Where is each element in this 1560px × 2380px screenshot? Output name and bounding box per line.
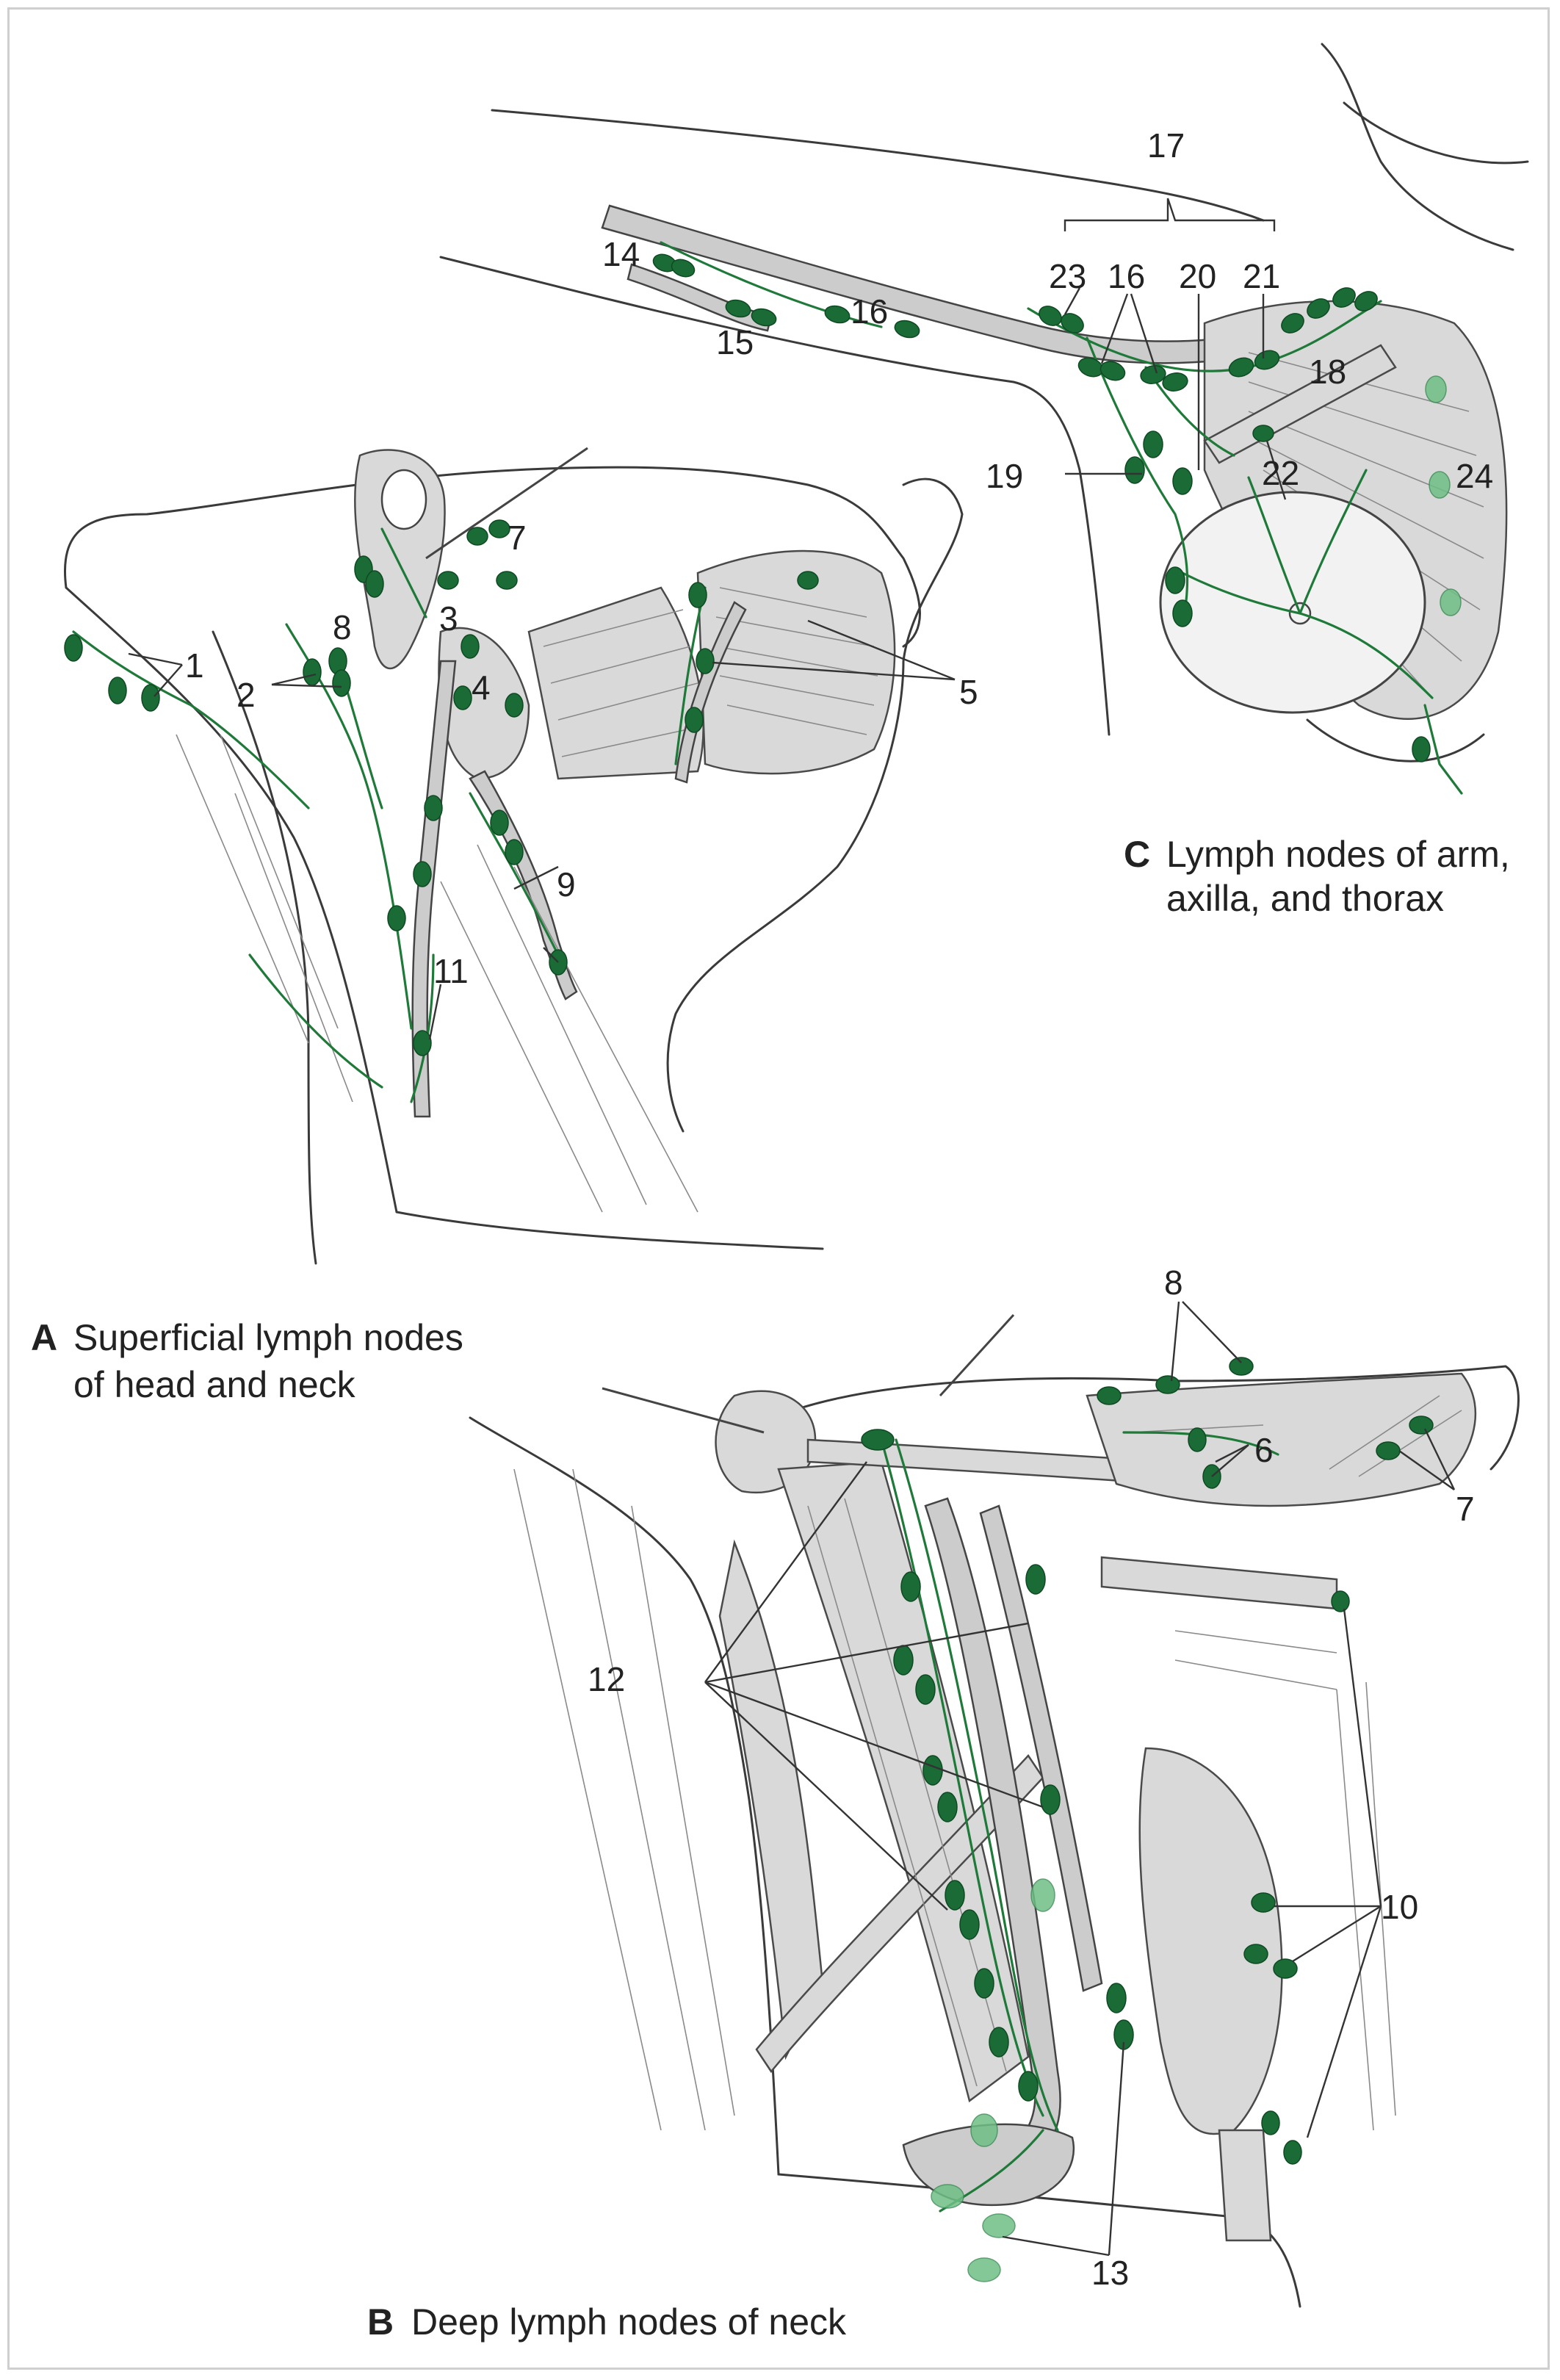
arm-lower-outline xyxy=(439,256,1111,736)
trapezius-outline-a xyxy=(65,586,398,1214)
breast-lymph-vessels xyxy=(1181,469,1463,795)
retractor-pin-b1 xyxy=(602,1387,765,1434)
label-6: 6 xyxy=(1254,1431,1274,1469)
label-3: 3 xyxy=(439,599,458,638)
caption-a-line2: of head and neck xyxy=(73,1364,356,1405)
trapezius-hatching-a xyxy=(176,734,698,1213)
lymph-nodes-panel-b xyxy=(861,1357,1434,2282)
axillary-lymph-vessels xyxy=(660,241,1382,626)
clavicle-outline-b xyxy=(777,2173,1301,2308)
label-11: 11 xyxy=(433,952,469,990)
label-17: 17 xyxy=(1147,126,1185,165)
label-9: 9 xyxy=(557,865,576,904)
label-8-b: 8 xyxy=(1164,1263,1183,1302)
neck-outline xyxy=(1343,101,1529,165)
label-24: 24 xyxy=(1456,457,1493,495)
pectoralis-minor-c xyxy=(1203,344,1397,464)
number-labels: 1 2 3 4 5 6 7 7 8 8 9 10 11 12 13 14 15 … xyxy=(185,126,1493,2292)
arm-upper-outline xyxy=(491,109,1265,222)
caption-panel-b: B Deep lymph nodes of neck xyxy=(367,2301,847,2343)
chest-outline xyxy=(1306,718,1485,762)
neck-outline-b xyxy=(469,1416,780,2176)
panel-c-illustration xyxy=(439,43,1529,795)
label-5: 5 xyxy=(959,673,978,711)
omohyoid-b xyxy=(755,1753,1044,2074)
panel-a-illustration xyxy=(64,447,964,1265)
label-22: 22 xyxy=(1262,454,1299,492)
label-18: 18 xyxy=(1309,353,1346,391)
trachea-b xyxy=(1218,2129,1272,2242)
caption-c-letter: C xyxy=(1124,834,1150,875)
leaders-panel-c xyxy=(1064,198,1287,500)
label-19: 19 xyxy=(986,457,1023,495)
thyroid-gland-b xyxy=(1138,1747,1283,2135)
lymph-nodes-panel-a xyxy=(64,519,819,1056)
facial-muscle-hatching xyxy=(543,587,878,757)
caption-panel-c: C Lymph nodes of arm, axilla, and thorax xyxy=(1124,834,1510,919)
caption-b-letter: B xyxy=(367,2301,394,2343)
mammary-gland xyxy=(1159,491,1426,714)
caption-a-line1: Superficial lymph nodes xyxy=(73,1317,463,1358)
label-21: 21 xyxy=(1243,257,1280,295)
label-1: 1 xyxy=(185,646,204,685)
label-4: 4 xyxy=(472,668,491,707)
nipple xyxy=(1288,602,1312,625)
label-8-a: 8 xyxy=(333,608,352,646)
mandible-outline-b xyxy=(792,1365,1520,1471)
hyoid-b xyxy=(1100,1556,1338,1610)
retractor-pin-b2 xyxy=(939,1313,1015,1397)
leaders-panel-b xyxy=(704,1301,1456,2257)
label-13: 13 xyxy=(1091,2254,1129,2292)
label-16-arm: 16 xyxy=(851,292,888,331)
caption-c-line1: Lymph nodes of arm, xyxy=(1166,834,1510,875)
anterior-jugular-vein-a xyxy=(469,770,578,1000)
scalene-muscles-b xyxy=(718,1539,824,2060)
label-7-b: 7 xyxy=(1456,1490,1475,1528)
caption-c-line2: axilla, and thorax xyxy=(1166,878,1444,919)
facial-muscles-a xyxy=(696,549,896,775)
caption-a-letter: A xyxy=(31,1317,57,1358)
label-15: 15 xyxy=(716,323,754,361)
label-10: 10 xyxy=(1381,1888,1418,1926)
label-16-axilla: 16 xyxy=(1108,257,1145,295)
panel-b-illustration xyxy=(469,1301,1520,2308)
label-23: 23 xyxy=(1049,257,1086,295)
label-14: 14 xyxy=(602,235,640,273)
caption-panel-a: A Superficial lymph nodes of head and ne… xyxy=(31,1317,463,1405)
label-7-a: 7 xyxy=(508,519,527,557)
shoulder-outline-a xyxy=(395,1211,824,1250)
shoulder-outline xyxy=(1321,43,1514,251)
head-outline-a xyxy=(64,466,921,648)
face-outline-a xyxy=(666,477,964,1133)
label-20: 20 xyxy=(1179,257,1216,295)
caption-b-line1: Deep lymph nodes of neck xyxy=(411,2301,847,2343)
ear-canal-a xyxy=(380,469,427,530)
label-2: 2 xyxy=(236,676,256,714)
leaders-panel-a xyxy=(128,619,956,1040)
mylohyoid-b xyxy=(1086,1372,1477,1507)
label-12: 12 xyxy=(588,1660,625,1698)
neck-outline-a xyxy=(212,630,317,1265)
lymph-nodes-panel-c xyxy=(652,253,1462,762)
retractor-pin-a xyxy=(425,447,588,560)
